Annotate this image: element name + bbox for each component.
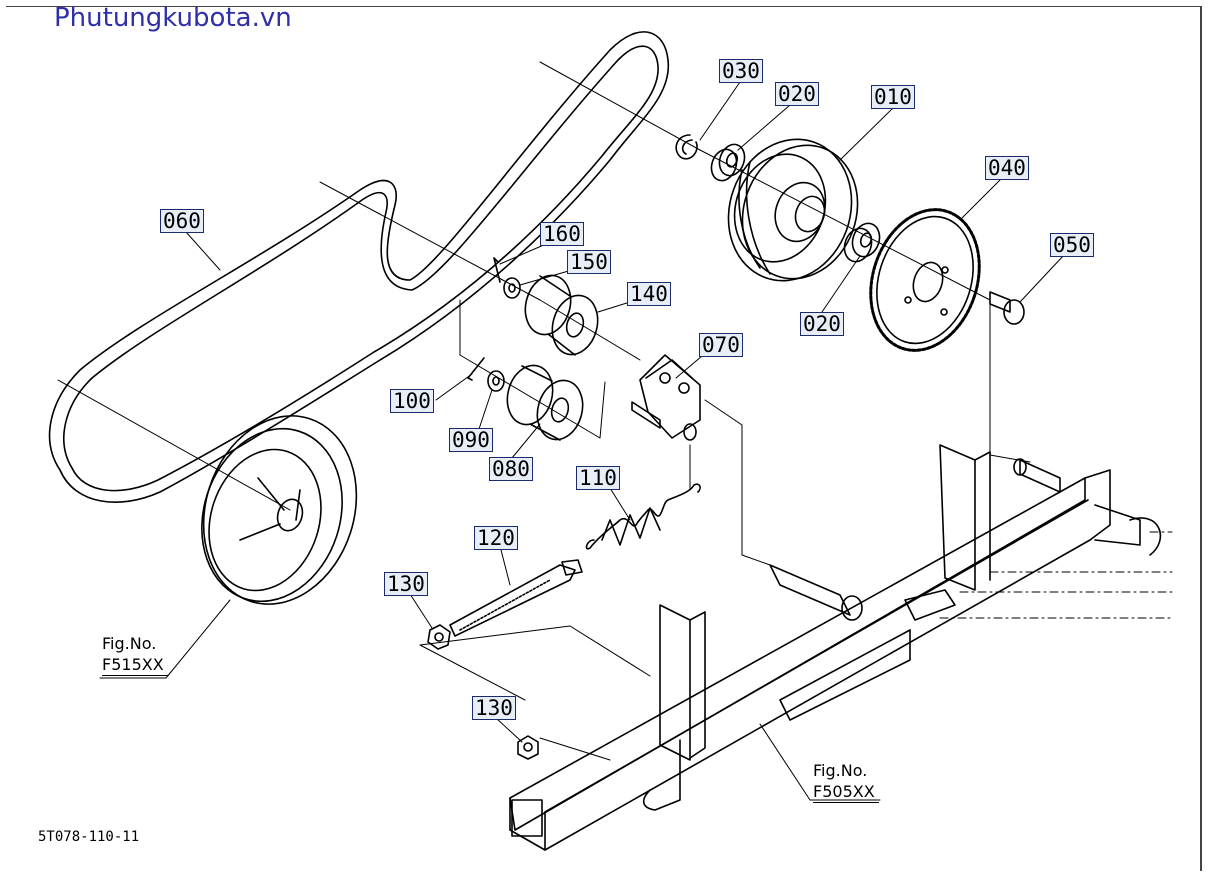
frame-shaft-drawing	[769, 458, 1061, 621]
figure-ref-code: F515XX	[102, 654, 168, 676]
spring-drawing	[585, 483, 701, 550]
part-label-010[interactable]: 010	[871, 85, 915, 109]
part-label-070[interactable]: 070	[699, 333, 743, 357]
pin-upper-drawing	[493, 257, 501, 283]
washer-lower-drawing	[487, 370, 505, 392]
leader-lines	[99, 81, 1065, 801]
part-label-050[interactable]: 050	[1050, 233, 1094, 257]
washer-upper-drawing	[503, 277, 521, 299]
figure-ref-code: F505XX	[813, 781, 879, 803]
diagram-code: 5T078-110-11	[38, 829, 140, 845]
nut-upper-drawing	[427, 624, 451, 650]
adjusting-rod-drawing	[449, 559, 583, 637]
part-label-160[interactable]: 160	[540, 222, 584, 246]
part-label-040[interactable]: 040	[985, 156, 1029, 180]
part-label-130-upper[interactable]: 130	[384, 572, 428, 596]
tension-arm-drawing	[631, 354, 701, 441]
part-label-140[interactable]: 140	[627, 282, 671, 306]
figure-ref-f515xx[interactable]: Fig.No. F515XX	[102, 633, 168, 676]
part-label-120[interactable]: 120	[474, 526, 518, 550]
part-label-100[interactable]: 100	[390, 389, 434, 413]
part-label-020-top[interactable]: 020	[775, 82, 819, 106]
part-label-080[interactable]: 080	[489, 457, 533, 481]
part-label-150[interactable]: 150	[567, 250, 611, 274]
sprocket-drawing	[869, 208, 981, 352]
figure-ref-prefix: Fig.No.	[813, 761, 868, 780]
nut-lower-drawing	[517, 735, 539, 760]
bearing-top-drawing	[710, 143, 746, 182]
figure-ref-f505xx[interactable]: Fig.No. F505XX	[813, 760, 879, 803]
part-label-020-bottom[interactable]: 020	[800, 312, 844, 336]
axis-lines	[57, 61, 1031, 761]
engine-pulley-drawing	[201, 415, 358, 605]
frame-centerlines	[939, 531, 1173, 619]
v-belt-drawing	[48, 31, 670, 503]
site-watermark[interactable]: Phutungkubota.vn	[54, 3, 292, 33]
part-label-090[interactable]: 090	[449, 428, 493, 452]
snap-ring-drawing	[675, 134, 698, 160]
part-label-030[interactable]: 030	[719, 59, 763, 83]
bolt-drawing	[989, 291, 1025, 325]
part-label-130-lower[interactable]: 130	[472, 696, 516, 720]
pulley-drawing	[727, 138, 859, 282]
drawing-frame	[6, 6, 1202, 871]
idler-upper-drawing	[524, 274, 599, 356]
figure-ref-prefix: Fig.No.	[102, 634, 157, 653]
idler-lower-drawing	[506, 364, 584, 441]
part-label-110[interactable]: 110	[576, 466, 620, 490]
part-label-060[interactable]: 060	[160, 209, 204, 233]
